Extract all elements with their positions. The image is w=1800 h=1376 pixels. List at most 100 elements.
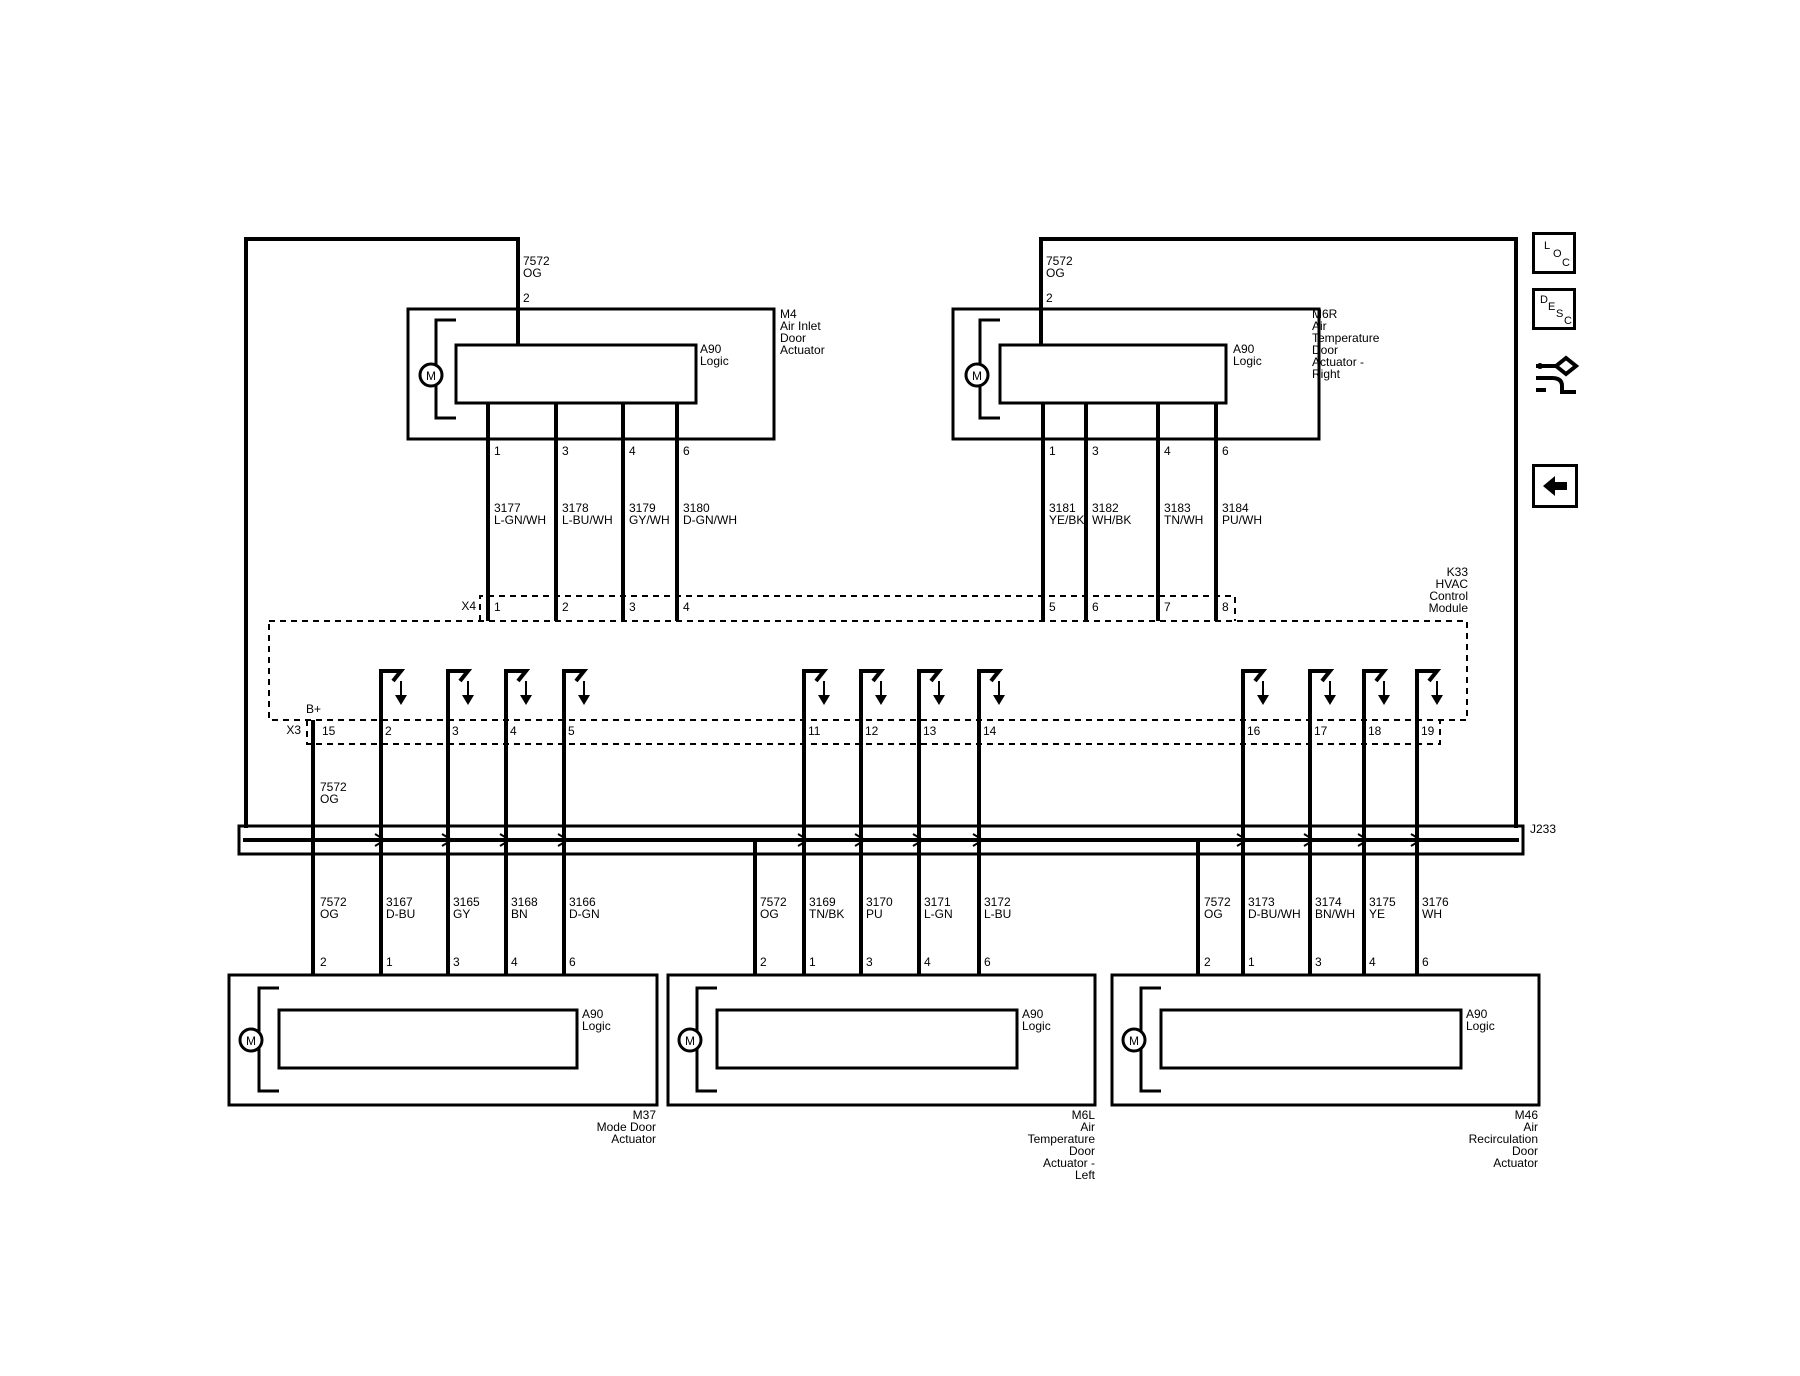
module-driver-line: [1241, 669, 1268, 725]
module-driver-line: [446, 669, 473, 725]
module-driver-arrow: [1324, 695, 1336, 705]
module-driver-arrow: [933, 695, 945, 705]
splice-arrow: [441, 833, 454, 847]
pin-number: 4: [511, 955, 518, 969]
module-driver-line: [859, 669, 886, 725]
desc-button[interactable]: D E S C: [1532, 288, 1576, 330]
component-name: Actuator: [611, 1132, 656, 1146]
wire-circuit: 3177: [494, 501, 521, 515]
module-driver-line: [917, 669, 944, 725]
pin-number: 2: [1204, 955, 1211, 969]
wire-circuit: 7572: [320, 895, 347, 909]
wire-circuit: 3165: [453, 895, 480, 909]
module-driver-arrow: [462, 695, 474, 705]
supply-color-label: OG: [523, 266, 542, 280]
wire-color: L-BU: [984, 907, 1011, 921]
wire-color: PU/WH: [1222, 513, 1262, 527]
wire-circuit: 3178: [562, 501, 589, 515]
wire-circuit: 7572: [320, 780, 347, 794]
loc-button[interactable]: L O C: [1532, 232, 1576, 274]
component-name: Actuator -: [1043, 1156, 1095, 1170]
logic-ref: A90: [700, 342, 722, 356]
motor-symbol: [964, 362, 990, 388]
wire-circuit: 3171: [924, 895, 951, 909]
pin-number: 2: [760, 955, 767, 969]
wire-circuit: 3174: [1315, 895, 1342, 909]
pin-number: 3: [453, 955, 460, 969]
wire-color: YE: [1369, 907, 1385, 921]
component-name: Air: [1080, 1120, 1095, 1134]
component-ref: M6L: [1072, 1108, 1096, 1122]
x3-pin-number: 13: [923, 724, 937, 738]
module-driver-arrow: [993, 695, 1005, 705]
logic-label: Logic: [1233, 354, 1262, 368]
splice-pack-j233: [237, 824, 1525, 856]
module-driver-arrow: [875, 695, 887, 705]
wire-circuit: 7572: [760, 895, 787, 909]
x3-pin-number: 12: [865, 724, 879, 738]
upper_left_actuator-box: [406, 307, 776, 441]
motor-label: M: [972, 369, 982, 383]
component-name: Mode Door: [597, 1120, 656, 1134]
module-ref: K33: [1447, 565, 1469, 579]
desc-letter-s: S: [1556, 308, 1564, 320]
x3-pin-number: 14: [983, 724, 997, 738]
b-plus-label: B+: [306, 702, 321, 716]
lower-actuator-box: [227, 973, 659, 1107]
supply-circuit-label: 7572: [523, 254, 550, 268]
wire-circuit: 3182: [1092, 501, 1119, 515]
component-name: Temperature: [1312, 331, 1380, 345]
x3-pin-number: 5: [568, 724, 575, 738]
lower-actuator-box: [666, 973, 1097, 1107]
component-name: Right: [1312, 367, 1341, 381]
pin-number: 3: [1315, 955, 1322, 969]
component-name: Left: [1075, 1168, 1096, 1182]
pin-number: 2: [320, 955, 327, 969]
component-name: Door: [780, 331, 806, 345]
component-name: Door: [1069, 1144, 1095, 1158]
motor-symbol: [1121, 1027, 1147, 1053]
component-name: Temperature: [1028, 1132, 1096, 1146]
wire-color: TN/WH: [1164, 513, 1203, 527]
wire-color: OG: [320, 907, 339, 921]
wire-circuit: 3181: [1049, 501, 1076, 515]
wire-color: D-GN/WH: [683, 513, 737, 527]
pin-number: 2: [1046, 291, 1053, 305]
module-name: HVAC: [1436, 577, 1469, 591]
wire-color: GY: [453, 907, 470, 921]
wire-color: D-BU: [386, 907, 415, 921]
module-driver-line: [379, 669, 406, 725]
x3-pin-number: 18: [1368, 724, 1382, 738]
component-name: Air Inlet: [780, 319, 821, 333]
module-driver-line: [1362, 669, 1389, 725]
component-name: Recirculation: [1469, 1132, 1538, 1146]
wire-circuit: 3183: [1164, 501, 1191, 515]
wire-color: L-BU/WH: [562, 513, 613, 527]
pin-number: 1: [386, 955, 393, 969]
motor-label: M: [1129, 1034, 1139, 1048]
pin-number: 6: [1422, 955, 1429, 969]
desc-letter-e: E: [1548, 301, 1556, 313]
wire-circuit: 3176: [1422, 895, 1449, 909]
splice-arrow: [1303, 833, 1316, 847]
wire-circuit: 3180: [683, 501, 710, 515]
splice-arrow: [374, 833, 387, 847]
wire-circuit: 3168: [511, 895, 538, 909]
x4-pin-number: 6: [1092, 600, 1099, 614]
module-driver-arrow: [1378, 695, 1390, 705]
wire-color: BN/WH: [1315, 907, 1355, 921]
desc-letter-c: C: [1564, 315, 1572, 327]
upper_right_actuator-box: [951, 307, 1321, 441]
harness-link-icon[interactable]: [1532, 352, 1580, 400]
wire-color: D-BU/WH: [1248, 907, 1301, 921]
module-driver-arrow: [395, 695, 407, 705]
loc-letter-c: C: [1562, 257, 1570, 269]
x4-pin-number: 8: [1222, 600, 1229, 614]
module-driver-arrow: [578, 695, 590, 705]
x3-label: X3: [286, 723, 301, 737]
pin-number: 1: [1049, 444, 1056, 458]
x3-pin-number: 2: [385, 724, 392, 738]
motor-label: M: [426, 369, 436, 383]
desc-letter-d: D: [1540, 294, 1548, 306]
back-button[interactable]: [1532, 464, 1578, 508]
